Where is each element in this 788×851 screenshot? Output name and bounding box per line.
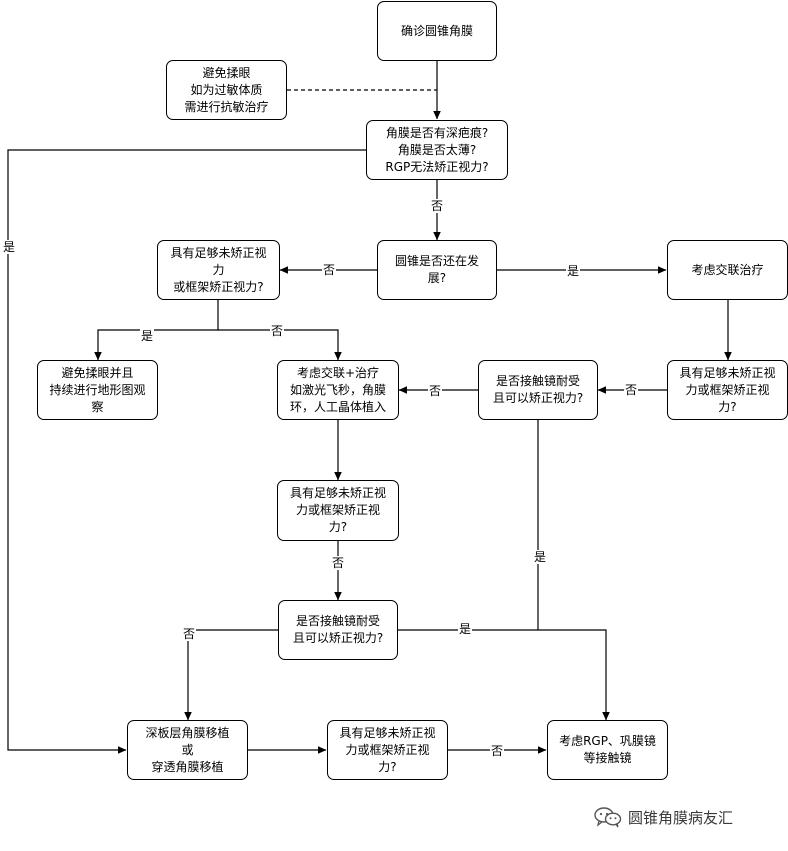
label-vision-left-yes: 是	[140, 329, 155, 343]
edge-contact-mid-to-rgp	[398, 629, 610, 721]
edge-vision-left-branch	[94, 300, 219, 361]
node-consider-rgp: 考虑RGP、巩膜镜 等接触镜	[547, 720, 668, 780]
label-progress-yes: 是	[566, 264, 581, 278]
node-keratoplasty: 深板层角膜移植 或 穿透角膜移植	[127, 720, 248, 780]
node-confirm-keratoconus: 确诊圆锥角膜	[377, 1, 497, 61]
node-question-vision-left: 具有足够未矫正视 力 或框架矫正视力?	[157, 240, 280, 300]
node-question-vision-right: 具有足够未矫正视 力或框架矫正视 力?	[667, 360, 788, 420]
node-question-contact-mid: 是否接触镜耐受 且可以矫正视力?	[278, 600, 398, 660]
label-contact-right-no: 否	[428, 384, 443, 398]
label-progress-no: 否	[322, 263, 337, 277]
label-scar-no: 否	[430, 199, 445, 213]
edge-scar-to-keratoplasty	[7, 149, 366, 754]
wechat-icon	[594, 807, 622, 828]
node-consider-cxl-plus: 考虑交联+治疗 如激光飞秒，角膜 环，人工晶体植入	[277, 360, 399, 420]
label-contact-right-yes: 是	[533, 550, 548, 564]
watermark: 圆锥角膜病友汇	[593, 806, 733, 828]
label-vision-right-no: 否	[624, 383, 639, 397]
node-question-scar: 角膜是否有深疤痕? 角膜是否太薄? RGP无法矫正视力?	[366, 120, 508, 180]
node-question-progress: 圆锥是否还在发 展?	[377, 240, 497, 300]
node-consider-cxl: 考虑交联治疗	[667, 240, 788, 300]
label-contact-mid-no: 否	[182, 627, 197, 641]
label-vision-bottom-no: 否	[490, 744, 505, 758]
label-scar-yes: 是	[2, 240, 17, 254]
watermark-text: 圆锥角膜病友汇	[628, 808, 734, 827]
edge-contact-mid-to-keratoplasty	[184, 629, 278, 721]
node-question-vision-mid: 具有足够未矫正视 力或框架矫正视 力?	[277, 480, 399, 541]
node-question-contact-right: 是否接触镜耐受 且可以矫正视力?	[478, 360, 598, 420]
edge-vision-left-to-cxl-plus	[218, 329, 342, 361]
label-contact-mid-yes: 是	[458, 622, 473, 636]
node-observe-topography: 避免揉眼并且 持续进行地形图观 察	[37, 360, 158, 420]
node-avoid-rubbing: 避免揉眼 如为过敏体质 需进行抗敏治疗	[166, 60, 287, 120]
node-question-vision-bottom: 具有足够未矫正视 力或框架矫正视 力?	[327, 720, 448, 780]
label-vision-mid-no: 否	[331, 556, 346, 570]
label-vision-left-no: 否	[270, 324, 285, 338]
